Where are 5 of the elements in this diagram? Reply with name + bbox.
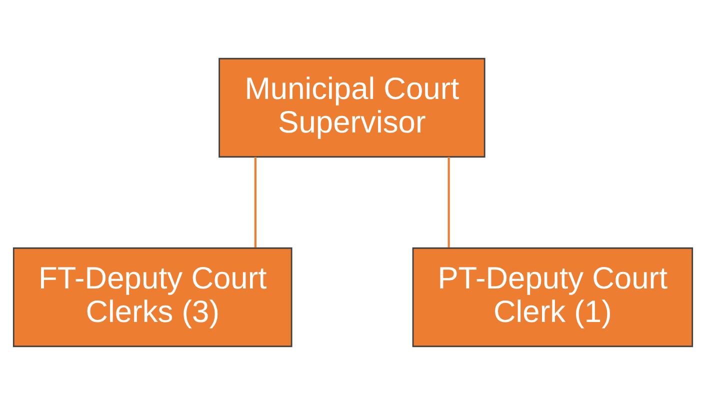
- node-box: PT-Deputy Court Clerk (1): [412, 246, 694, 347]
- node-box: FT-Deputy Court Clerks (3): [12, 246, 292, 347]
- node-box: Municipal Court Supervisor: [218, 57, 486, 158]
- connector: [254, 156, 256, 248]
- connector: [448, 156, 450, 248]
